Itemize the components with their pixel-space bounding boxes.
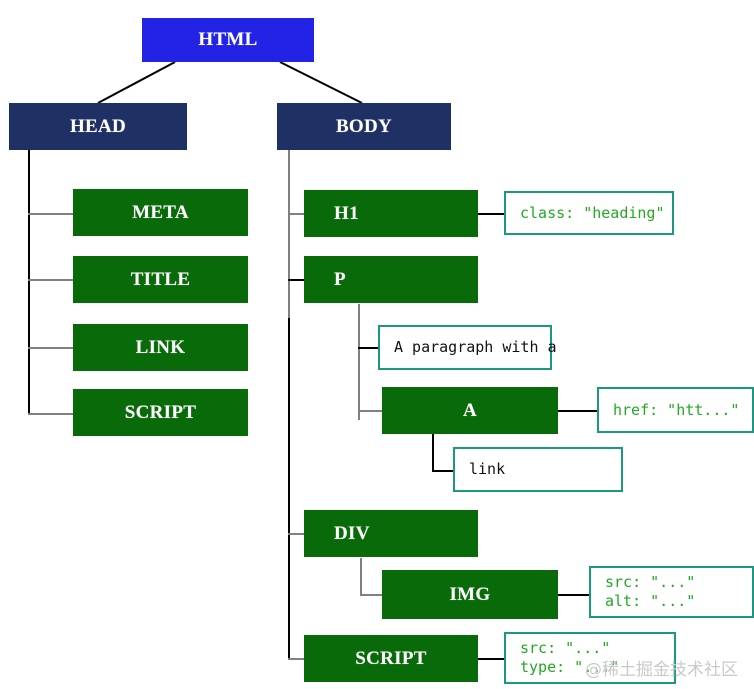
node-div-label: DIV [334,522,370,544]
leaf-script-attr[interactable]: src: "..." type: "..." [504,632,676,684]
connector-head-to-link [28,347,74,349]
node-h1-label: H1 [334,202,359,224]
node-body-script-label: SCRIPT [355,647,427,669]
node-meta-label: META [132,201,189,223]
leaf-a-attr-line: href: "htt..." [613,400,740,419]
leaf-img-attr-line2: alt: "..." [605,592,696,610]
leaf-img-attr-line1: src: "..." [605,573,696,591]
connector-body-trunk-lower [288,318,290,659]
connector-body-trunk-upper [288,150,290,318]
connector-head-to-meta [28,213,74,215]
connector-a-to-text [432,470,454,472]
leaf-a-attr[interactable]: href: "htt..." [597,387,754,433]
leaf-h1-attr[interactable]: class: "heading" [504,191,674,235]
leaf-a-text-line: link [469,460,506,478]
node-html-label: HTML [198,29,258,50]
node-img-label: IMG [449,583,491,605]
node-body-label: BODY [335,115,393,137]
node-html[interactable]: HTML [142,18,314,62]
connector-h1-to-attr [478,213,505,215]
node-a[interactable]: A [382,387,558,434]
node-head-script[interactable]: SCRIPT [73,389,248,436]
connector-img-to-attr [558,594,590,596]
connector-div-to-img [360,594,387,596]
connector-head-trunk [28,150,30,414]
leaf-p-text[interactable]: A paragraph with a [378,325,557,370]
node-div[interactable]: DIV [304,510,478,557]
connector-body-to-h1 [288,213,304,215]
connector-p-to-text [358,347,378,349]
connector-a-trunk [432,434,434,470]
node-meta[interactable]: META [73,189,248,236]
connector-body-to-p [288,279,304,281]
node-body-script[interactable]: SCRIPT [304,635,478,682]
leaf-script-attr-line1: src: "..." [520,639,611,657]
connector-head-to-title [28,279,74,281]
leaf-p-text-line: A paragraph with a [394,338,557,356]
connector-div-trunk [360,558,362,594]
node-p[interactable]: P [304,256,478,303]
node-p-label: P [334,268,346,290]
node-head-label: HEAD [69,115,127,137]
connector-head-to-script [28,413,74,415]
node-body[interactable]: BODY [277,103,451,150]
connector-body-to-script [288,658,304,660]
connector-p-trunk [358,304,360,420]
node-title[interactable]: TITLE [73,256,248,303]
connector-a-to-attr [558,410,598,412]
node-head-script-label: SCRIPT [124,401,197,423]
node-link[interactable]: LINK [73,324,248,371]
node-img[interactable]: IMG [382,570,558,619]
node-head[interactable]: HEAD [9,103,187,150]
connector-p-to-a [358,410,382,412]
leaf-h1-attr-line: class: "heading" [520,203,665,222]
node-title-label: TITLE [130,268,191,290]
leaf-img-attr[interactable]: src: "..." alt: "..." [589,566,754,618]
node-a-label: A [462,399,478,421]
node-h1[interactable]: H1 [304,190,478,237]
leaf-a-text[interactable]: link [453,447,623,492]
node-link-label: LINK [135,336,186,358]
leaf-script-attr-line2: type: "..." [520,658,620,676]
connector-body-to-div [288,533,304,535]
connector-script-to-attr [478,658,505,660]
